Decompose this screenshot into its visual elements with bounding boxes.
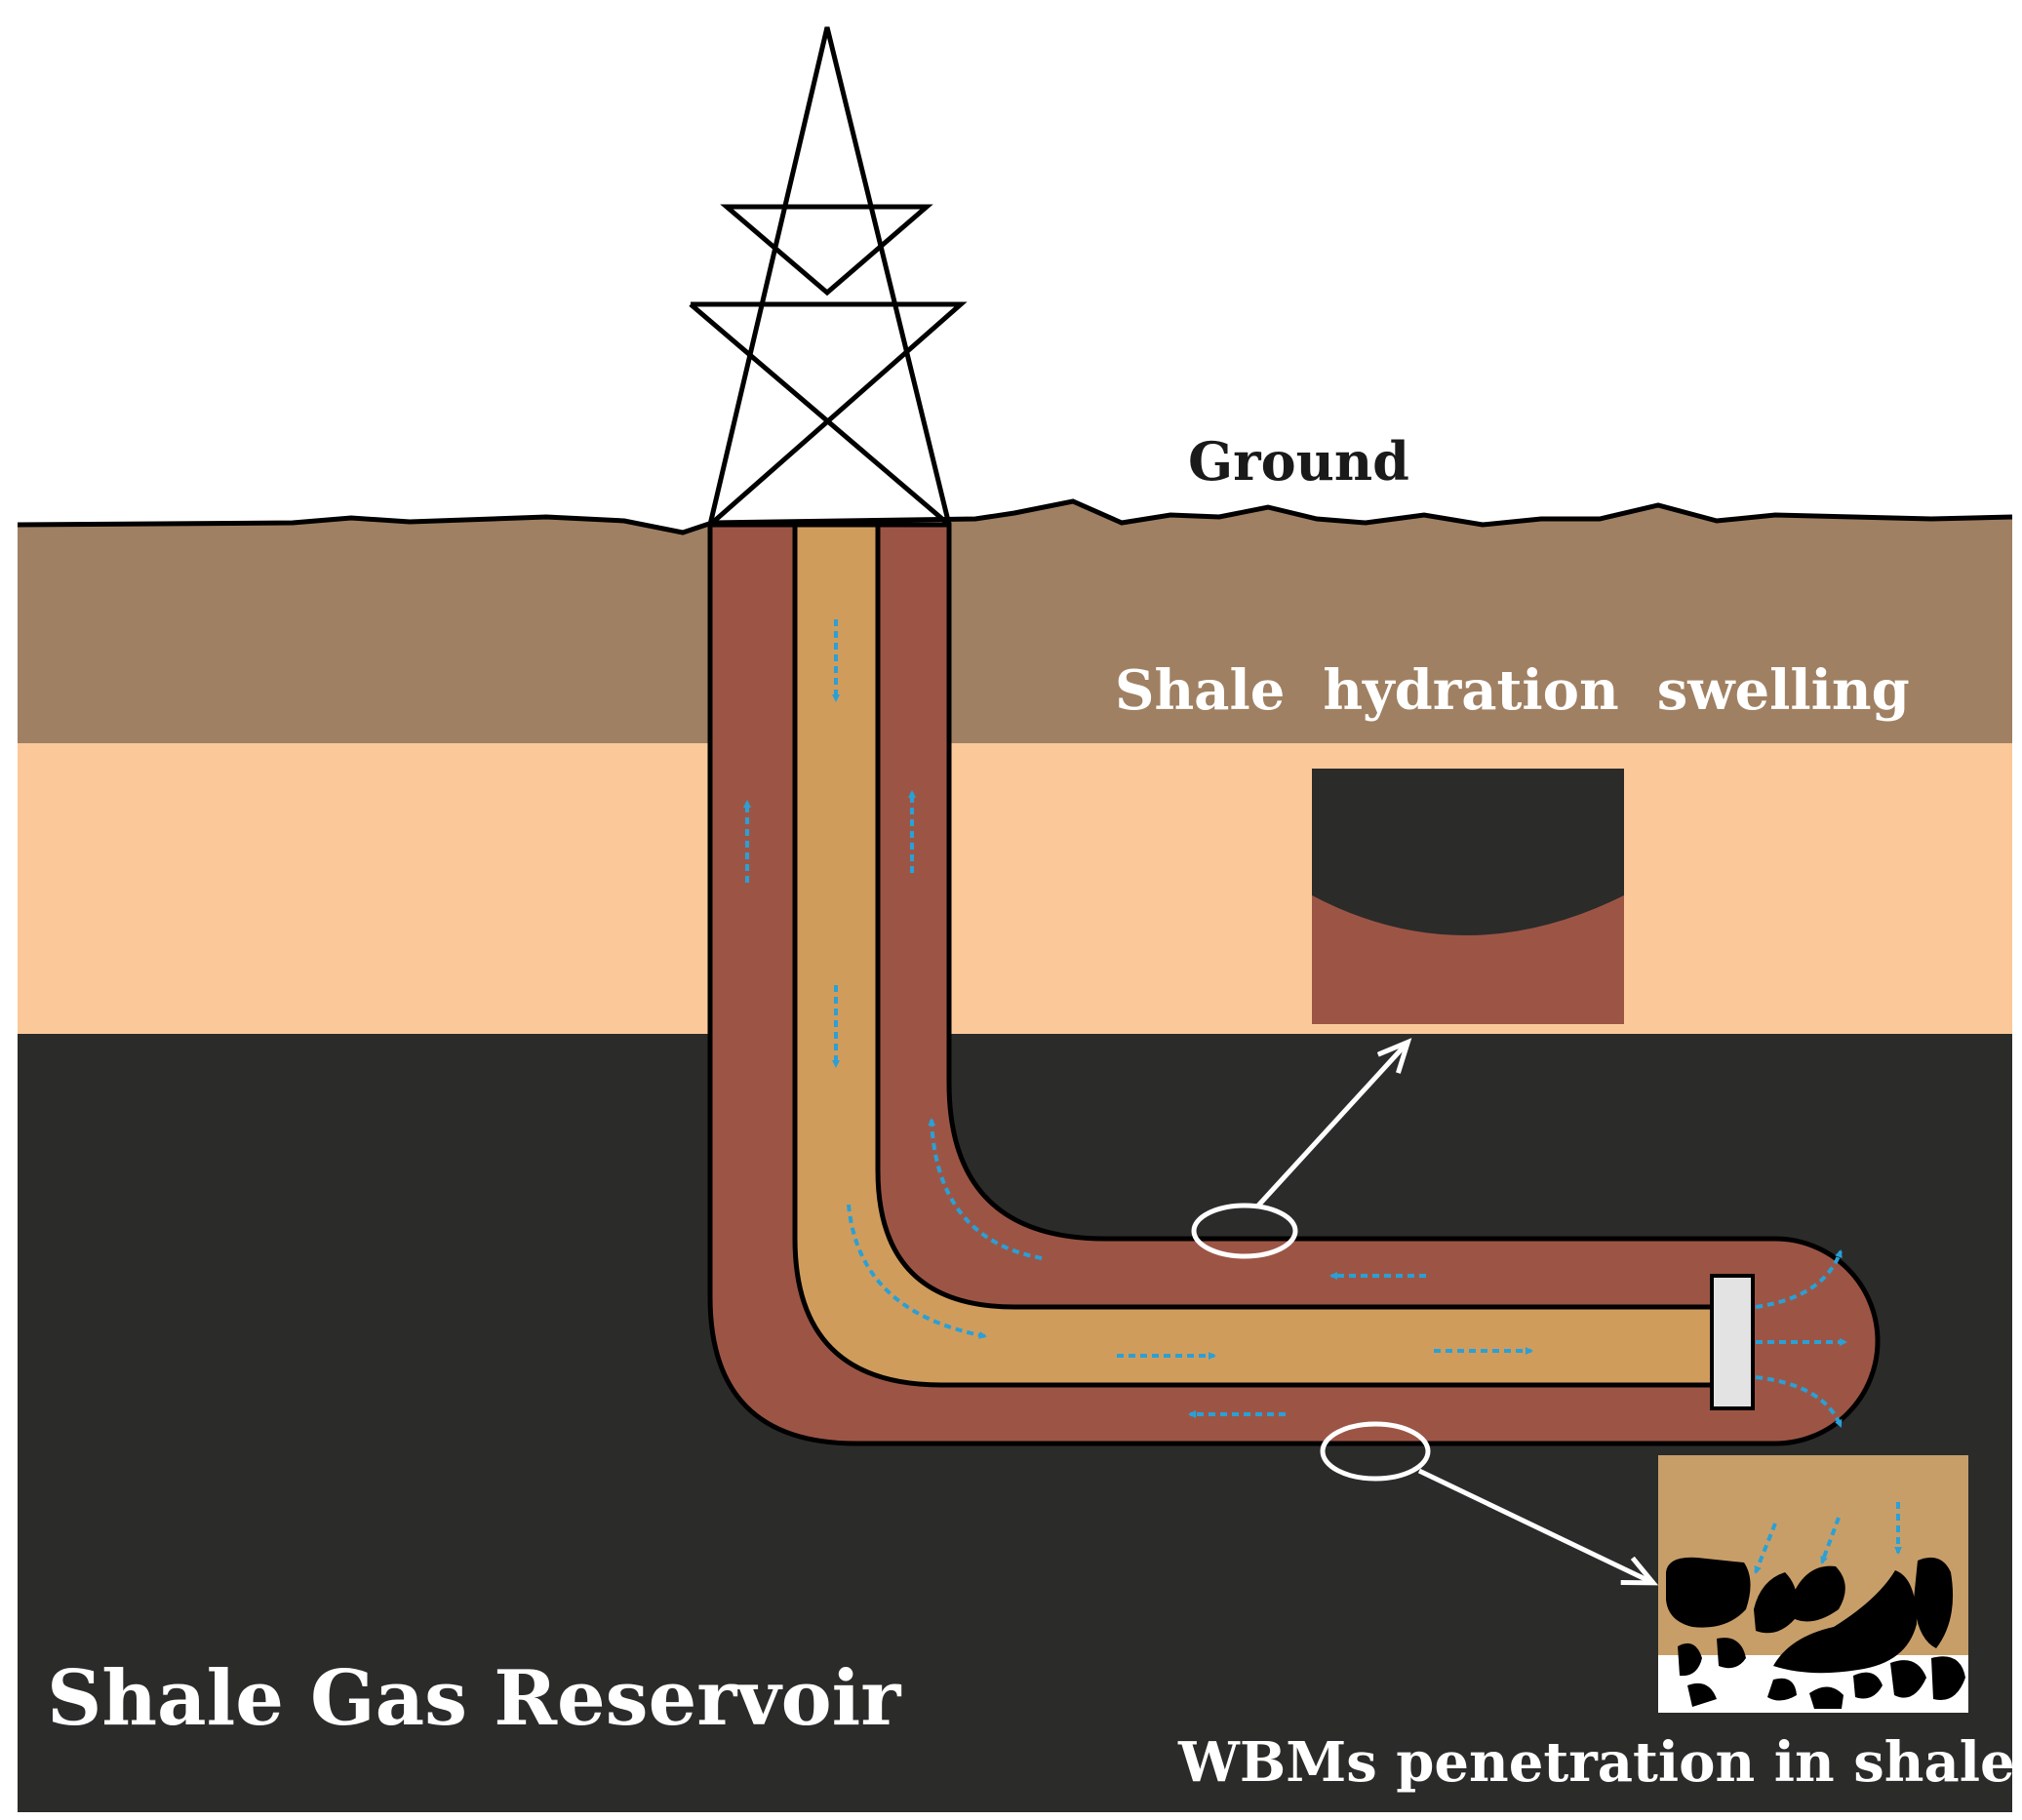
ground-label: Ground — [1188, 430, 1409, 493]
ground-line — [17, 498, 2013, 535]
derrick-icon — [689, 26, 968, 528]
hydration-inset — [1312, 769, 1624, 1024]
shale-hydration-label: Shale hydration swelling — [1115, 658, 1910, 723]
wbm-penetration-label: WBMs penetration in shale — [1177, 1730, 2015, 1795]
penetration-inset — [1658, 1455, 1968, 1713]
reservoir-label: Shale Gas Reservoir — [47, 1654, 901, 1743]
callout-arrow-hydration — [1256, 1044, 1407, 1207]
flow-arrow-icon — [743, 619, 1847, 1428]
callout-ellipse-penetration — [1320, 1421, 1431, 1482]
wellbore-annulus — [707, 522, 1881, 1446]
drill-bit-icon — [1710, 1274, 1755, 1410]
topsoil-layer — [18, 501, 2012, 743]
callout-ellipse-hydration — [1191, 1203, 1298, 1259]
callout-arrow-penetration — [1417, 1468, 1651, 1582]
shale-layer — [18, 741, 2012, 1034]
